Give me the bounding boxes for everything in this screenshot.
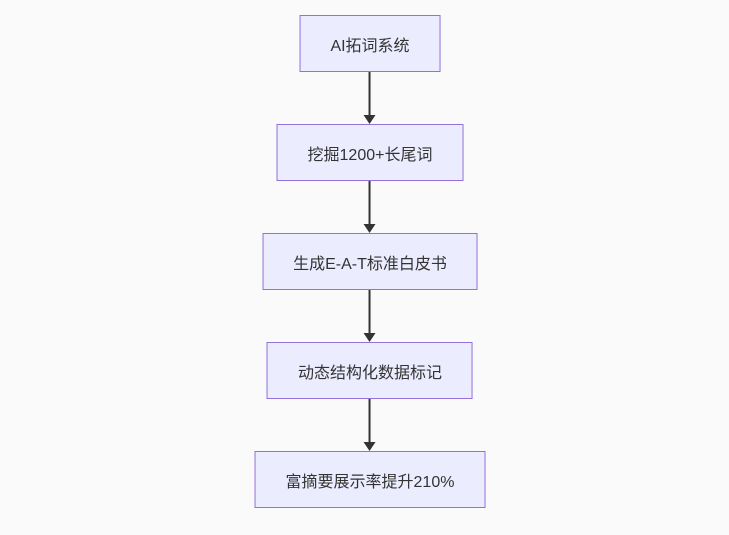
flow-arrow-1: [364, 72, 376, 124]
arrow-line: [369, 181, 371, 224]
flow-node-ai-keyword-system: AI拓词系统: [299, 15, 441, 72]
arrow-line: [369, 72, 371, 115]
arrow-head-icon: [364, 224, 376, 233]
arrow-head-icon: [364, 333, 376, 342]
flow-node-rich-snippet-result: 富摘要展示率提升210%: [254, 451, 486, 508]
arrow-head-icon: [364, 115, 376, 124]
arrow-line: [369, 399, 371, 442]
flow-arrow-3: [364, 290, 376, 342]
flow-node-longtail-mining: 挖掘1200+长尾词: [276, 124, 464, 181]
flow-arrow-4: [364, 399, 376, 451]
flow-arrow-2: [364, 181, 376, 233]
flow-node-eat-whitepaper: 生成E-A-T标准白皮书: [262, 233, 478, 290]
arrow-head-icon: [364, 442, 376, 451]
flow-node-structured-data-markup: 动态结构化数据标记: [266, 342, 473, 399]
arrow-line: [369, 290, 371, 333]
flowchart-column: AI拓词系统 挖掘1200+长尾词 生成E-A-T标准白皮书 动态结构化数据标记…: [254, 15, 486, 508]
